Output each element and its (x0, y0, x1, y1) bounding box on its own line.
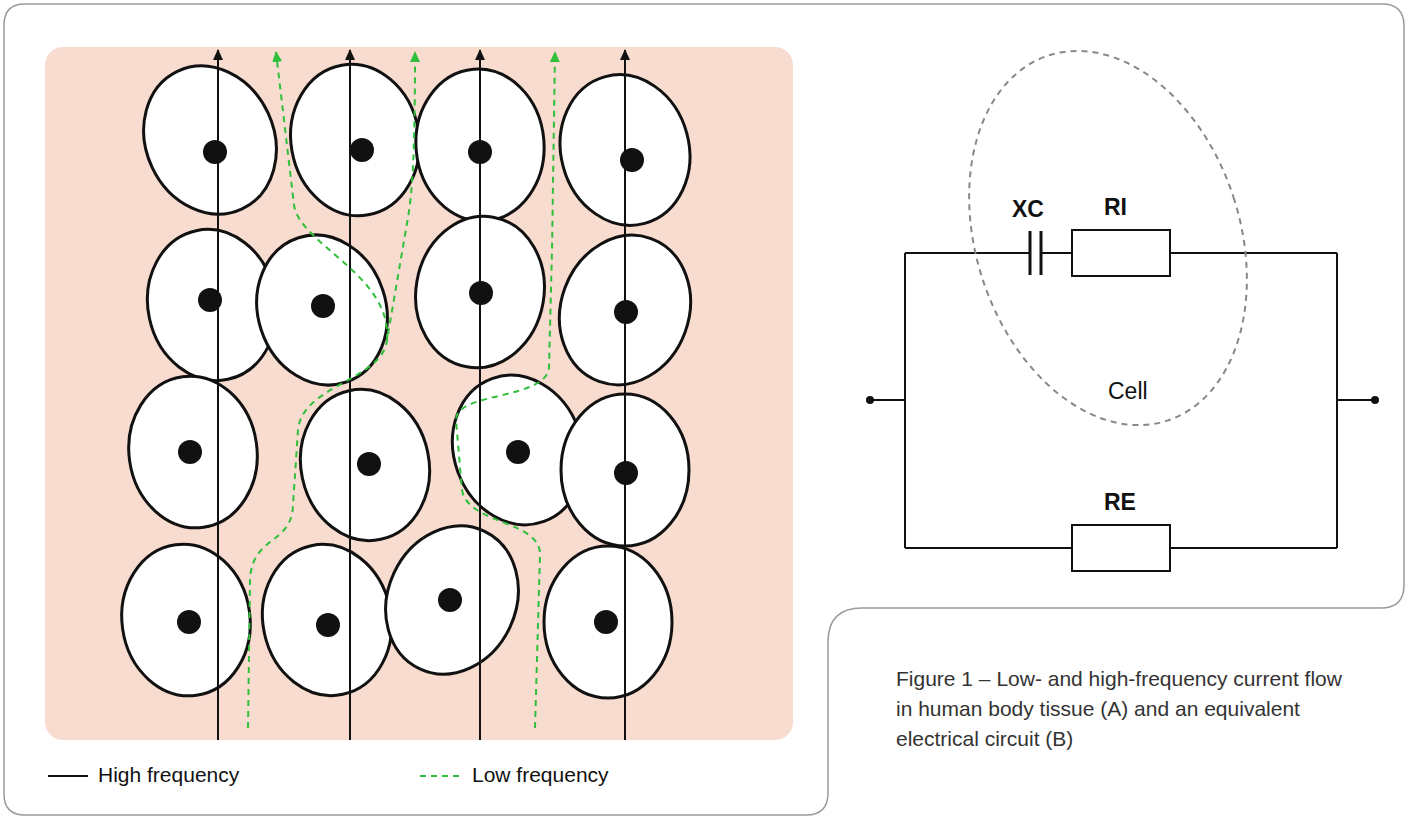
nucleus (311, 294, 335, 318)
cell (362, 504, 542, 696)
low-frequency-path (276, 52, 387, 340)
cell (287, 377, 444, 552)
high-frequency-arrow (217, 50, 219, 740)
resistor-symbol (1072, 230, 1170, 276)
nucleus (357, 452, 381, 476)
high-frequency-arrow (479, 50, 481, 740)
nucleus (350, 138, 374, 162)
legend-sample-dashed (420, 775, 462, 777)
cell (119, 368, 267, 536)
component-label: RI (1104, 194, 1127, 221)
nucleus (620, 148, 644, 172)
nucleus (316, 613, 340, 637)
nucleus (594, 610, 618, 634)
legend-text: High frequency (98, 763, 239, 787)
cell (249, 532, 406, 707)
terminal (1371, 396, 1379, 404)
cell (112, 536, 260, 704)
nucleus (506, 440, 530, 464)
nucleus (438, 588, 462, 612)
frame (4, 4, 1404, 815)
high-frequency-arrow (349, 50, 351, 740)
cell (544, 546, 672, 698)
high-frequency-arrow (624, 50, 626, 740)
component-label: XC (1012, 196, 1044, 223)
legend-sample-solid (48, 775, 88, 777)
capacitor-symbol (1029, 231, 1032, 275)
nucleus (178, 440, 202, 464)
low-frequency-path (248, 52, 415, 728)
node-label: Cell (1108, 378, 1148, 405)
cell (279, 54, 431, 226)
cells (112, 44, 711, 708)
resistor-symbol (1072, 525, 1170, 571)
cell (238, 218, 407, 402)
nucleus (203, 140, 227, 164)
cell (120, 44, 300, 236)
terminal (866, 396, 874, 404)
legend-text: Low frequency (472, 763, 609, 787)
low-frequency-path (456, 52, 555, 728)
nucleus (177, 610, 201, 634)
circuit (870, 230, 1375, 571)
figure-caption: Figure 1 – Low- and high-frequency curre… (896, 664, 1346, 754)
cell-outline: Cell (958, 38, 1258, 442)
component-label: RE (1104, 489, 1136, 516)
